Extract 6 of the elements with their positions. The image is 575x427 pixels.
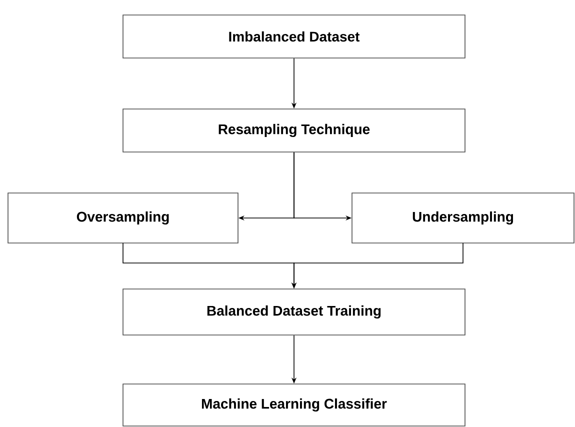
process-box: Machine Learning Classifier	[122, 384, 466, 426]
process-box: Oversampling	[8, 192, 238, 244]
process-box: Imbalanced Dataset	[122, 14, 466, 58]
process-box: Balanced Dataset Training	[122, 288, 466, 336]
process-box: Undersampling	[352, 192, 574, 244]
process-box: Resampling Technique	[122, 108, 466, 152]
